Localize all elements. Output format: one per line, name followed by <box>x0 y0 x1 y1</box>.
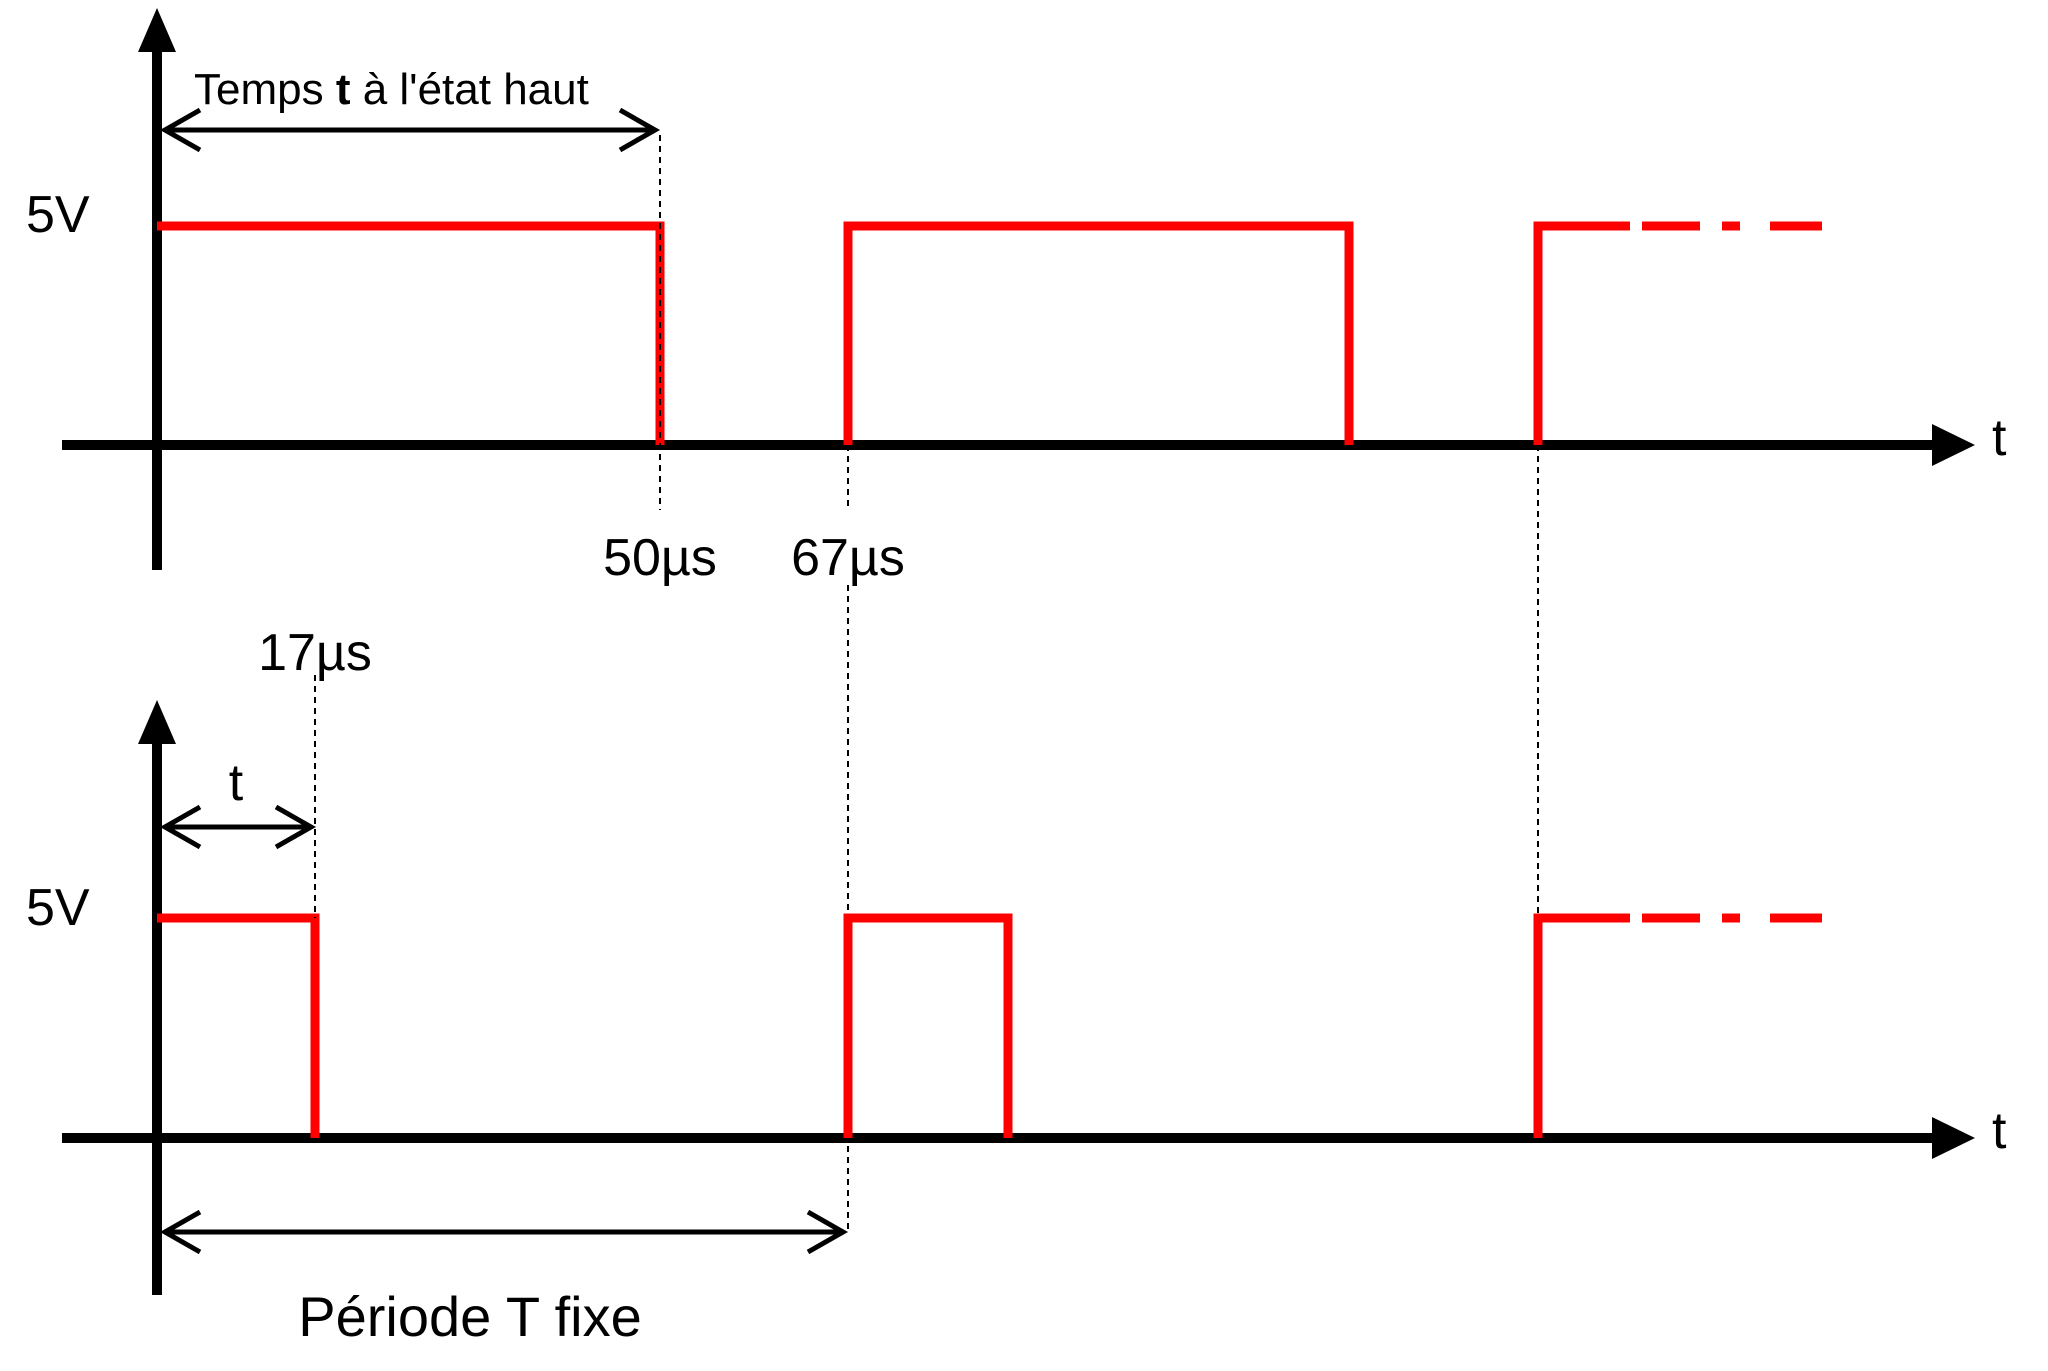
top-high-time-label: Temps t à l'état haut <box>194 65 589 114</box>
bottom-x-axis-label: t <box>1992 1102 2007 1160</box>
bottom-period-label: Période T fixe <box>298 1285 641 1348</box>
bottom-x-axis-arrow-icon <box>1932 1117 1975 1159</box>
bottom-high-time-arrow-left-icon <box>159 804 202 850</box>
top-y-level-label: 5V <box>26 186 90 244</box>
top-pulse-1 <box>157 221 665 445</box>
top-trailing-rise <box>1533 221 1630 445</box>
top-high-time-arrow-right-icon <box>618 107 661 153</box>
bottom-pulse-2 <box>843 913 1013 1138</box>
bottom-trailing-rise <box>1533 913 1630 1138</box>
top-high-time-arrow-left-icon <box>159 107 202 153</box>
top-y-axis-arrow-icon <box>138 8 176 52</box>
top-x-axis-label: t <box>1992 409 2007 467</box>
bottom-high-time-arrow-right-icon <box>274 804 317 850</box>
bottom-tick-17us: 17µs <box>258 624 372 682</box>
bottom-y-level-label: 5V <box>26 879 90 937</box>
top-tick-50us: 50µs <box>603 529 717 587</box>
bottom-high-time-label: t <box>229 754 244 812</box>
top-chart: t 5V Temps t à l'état haut 50µs 67µs <box>26 8 2007 587</box>
bottom-period-arrow-left-icon <box>159 1209 202 1255</box>
top-pulse-2 <box>843 221 1354 445</box>
bottom-chart: t 5V 17µs t Période T fixe <box>26 624 2007 1348</box>
bottom-period-arrow-right-icon <box>806 1209 849 1255</box>
top-tick-67us: 67µs <box>791 529 905 587</box>
bottom-pulse-1 <box>157 913 320 1138</box>
top-x-axis-arrow-icon <box>1932 424 1975 466</box>
bottom-y-axis-arrow-icon <box>138 700 176 744</box>
